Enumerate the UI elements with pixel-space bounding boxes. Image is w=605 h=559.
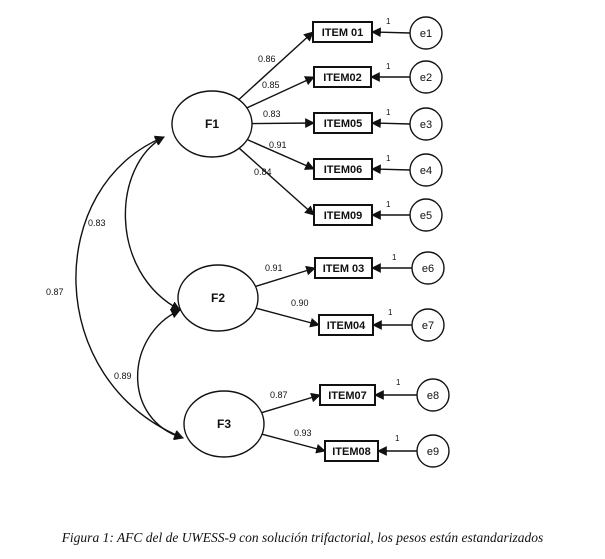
correlation-value: 0.83	[88, 218, 106, 228]
loading-value: 0.86	[258, 54, 276, 64]
error-term-label: e3	[420, 119, 432, 131]
item-label: ITEM06	[324, 164, 363, 176]
error-path-weight: 1	[388, 308, 393, 317]
loading-arrow	[251, 118, 315, 128]
item-box	[312, 21, 373, 43]
error-term-label: e6	[422, 263, 434, 275]
loading-value: 0.85	[262, 80, 280, 90]
item-label: ITEM02	[323, 72, 362, 84]
item-label: ITEM08	[332, 446, 371, 458]
item-label: ITEM 03	[323, 263, 365, 275]
item-box	[324, 440, 379, 462]
error-path-weight: 1	[395, 434, 400, 443]
loading-arrow	[238, 31, 314, 101]
loading-arrow	[261, 392, 321, 414]
item-box	[319, 384, 376, 406]
latent-factor-f1	[171, 90, 253, 158]
item-label: ITEM07	[328, 390, 367, 402]
error-term-label: e9	[427, 446, 439, 458]
error-path-weight: 1	[396, 378, 401, 387]
loading-value: 0.87	[270, 390, 288, 400]
correlation-arc-f2-f3	[137, 309, 184, 441]
loading-arrow	[246, 76, 315, 109]
item-label: ITEM04	[327, 320, 366, 332]
item-box	[313, 204, 373, 226]
loading-value: 0.84	[254, 167, 272, 177]
error-path-weight: 1	[386, 62, 391, 71]
loading-value: 0.91	[269, 140, 287, 150]
figure-caption: Figura 1: AFC del de UWESS-9 con solució…	[61, 530, 544, 545]
item-box	[318, 314, 374, 336]
error-path-weight: 1	[386, 108, 391, 117]
correlation-value: 0.89	[114, 371, 132, 381]
correlation-value: 0.87	[46, 287, 64, 297]
error-term-label: e5	[420, 210, 432, 222]
error-path-arrow	[371, 164, 411, 175]
correlation-arc-f1-f2	[124, 136, 181, 311]
error-path-weight: 1	[392, 253, 397, 262]
error-term-label: e7	[422, 320, 434, 332]
item-box	[314, 257, 373, 279]
error-path-weight: 1	[386, 200, 391, 209]
item-box	[313, 66, 372, 88]
error-path-arrow	[371, 27, 411, 38]
latent-factor-label: F3	[217, 417, 231, 431]
loading-arrow	[255, 307, 320, 328]
sem-path-diagram: 0.83 0.89 0.87 0.86 0.85 0.83 0.91 0.84 0.91 0.9…	[46, 16, 450, 468]
error-term-label: e4	[420, 165, 432, 177]
latent-factor-f3	[183, 390, 265, 458]
item-box	[313, 158, 373, 180]
loading-arrow	[255, 265, 316, 288]
loading-value: 0.90	[291, 298, 309, 308]
loading-arrow	[247, 138, 315, 170]
loading-value: 0.91	[265, 263, 283, 273]
item-box	[313, 112, 373, 134]
error-term-label: e1	[420, 28, 432, 40]
latent-factor-f2	[177, 264, 259, 332]
error-path-arrow	[371, 118, 411, 129]
error-path-weight: 1	[386, 154, 391, 163]
item-label: ITEM05	[324, 118, 363, 130]
loading-value: 0.93	[294, 428, 312, 438]
correlation-arc-f1-f3	[75, 135, 184, 440]
error-term-label: e2	[420, 72, 432, 84]
latent-factor-label: F2	[211, 291, 225, 305]
loading-value: 0.83	[263, 109, 281, 119]
item-label: ITEM09	[324, 210, 363, 222]
loading-arrow	[238, 147, 315, 216]
latent-factor-label: F1	[205, 117, 219, 131]
error-path-weight: 1	[386, 17, 391, 26]
item-label: ITEM 01	[322, 27, 364, 39]
error-term-label: e8	[427, 390, 439, 402]
loading-arrow	[261, 433, 326, 454]
